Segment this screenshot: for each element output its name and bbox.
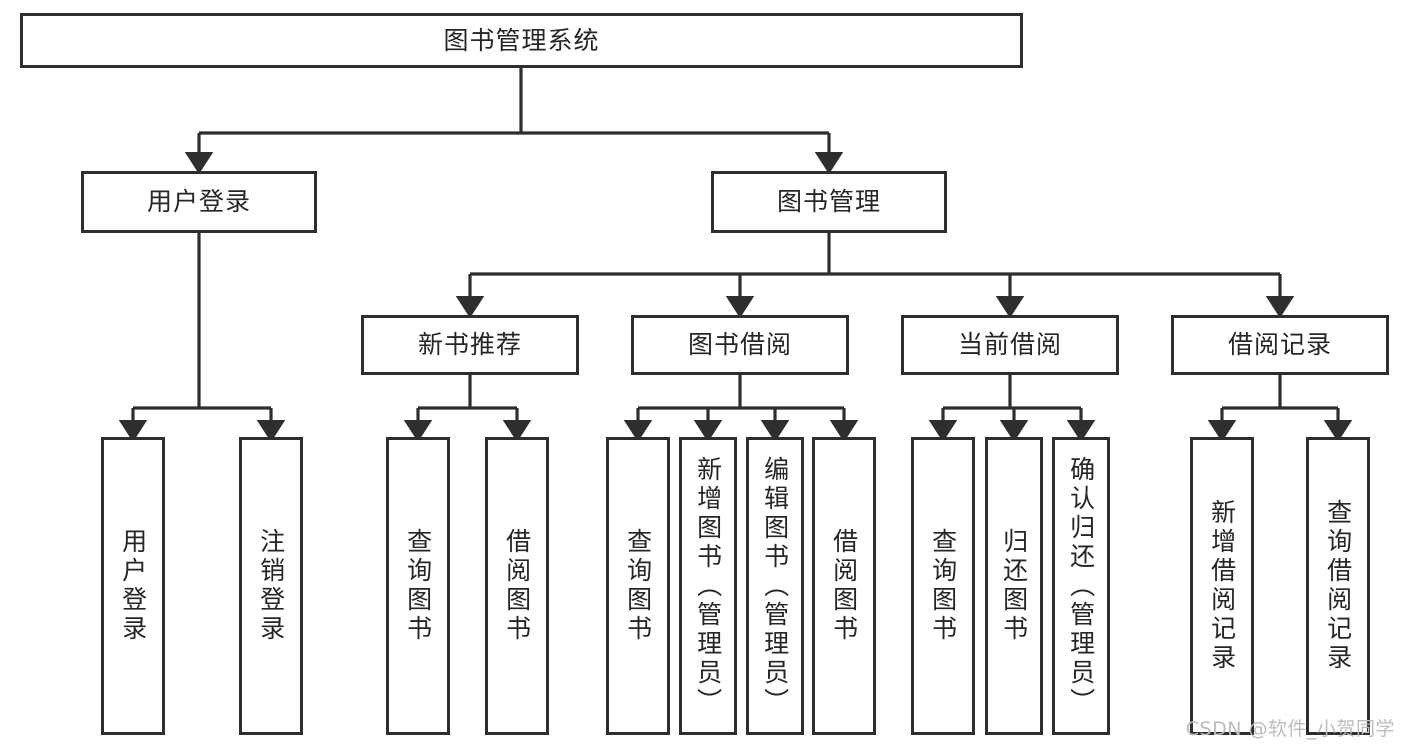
leaf-node[interactable]: 查询图书 — [386, 437, 450, 735]
leaf-node[interactable]: 新增图书（管理员） — [679, 437, 737, 735]
leaf-node[interactable]: 确认归还（管理员） — [1052, 437, 1110, 735]
leaf-node-label: 借阅图书 — [829, 528, 859, 644]
leaf-node-label: 注销登录 — [256, 528, 286, 644]
node-book-borrow[interactable]: 图书借阅 — [631, 315, 849, 375]
node-root[interactable]: 图书管理系统 — [20, 13, 1023, 68]
node-book-management-label: 图书管理 — [776, 187, 881, 217]
leaf-node-label: 用户登录 — [118, 528, 148, 644]
node-user-login[interactable]: 用户登录 — [81, 171, 317, 233]
node-root-label: 图书管理系统 — [443, 25, 600, 55]
leaf-node-label: 借阅图书 — [502, 528, 532, 644]
leaf-node[interactable]: 借阅图书 — [485, 437, 549, 735]
leaf-node-label: 查询借阅记录 — [1323, 499, 1353, 673]
leaf-node[interactable]: 新增借阅记录 — [1190, 437, 1254, 735]
leaf-node-label: 确认归还（管理员） — [1066, 455, 1096, 717]
leaf-node-label: 新增图书（管理员） — [693, 455, 723, 717]
node-new-book-recommend[interactable]: 新书推荐 — [361, 315, 579, 375]
node-book-management[interactable]: 图书管理 — [711, 171, 947, 233]
node-user-login-label: 用户登录 — [146, 187, 251, 217]
leaf-node-label: 查询图书 — [403, 528, 433, 644]
leaf-node[interactable]: 查询借阅记录 — [1306, 437, 1370, 735]
node-borrow-record[interactable]: 借阅记录 — [1171, 315, 1389, 375]
watermark: CSDN @软件_小贺同学 — [1185, 718, 1395, 740]
node-book-borrow-label: 图书借阅 — [687, 330, 792, 360]
leaf-node[interactable]: 用户登录 — [101, 437, 165, 735]
leaf-node[interactable]: 编辑图书（管理员） — [746, 437, 804, 735]
leaf-node-label: 新增借阅记录 — [1207, 499, 1237, 673]
node-borrow-record-label: 借阅记录 — [1227, 330, 1332, 360]
node-current-borrow-label: 当前借阅 — [957, 330, 1062, 360]
node-current-borrow[interactable]: 当前借阅 — [901, 315, 1119, 375]
leaf-node[interactable]: 查询图书 — [911, 437, 975, 735]
node-new-book-recommend-label: 新书推荐 — [417, 330, 522, 360]
leaf-node[interactable]: 归还图书 — [985, 437, 1043, 735]
leaf-node-label: 编辑图书（管理员） — [760, 455, 790, 717]
leaf-node[interactable]: 注销登录 — [239, 437, 303, 735]
leaf-node[interactable]: 查询图书 — [606, 437, 670, 735]
leaf-node[interactable]: 借阅图书 — [812, 437, 876, 735]
leaf-node-label: 归还图书 — [999, 528, 1029, 644]
leaf-node-label: 查询图书 — [928, 528, 958, 644]
leaf-node-label: 查询图书 — [623, 528, 653, 644]
